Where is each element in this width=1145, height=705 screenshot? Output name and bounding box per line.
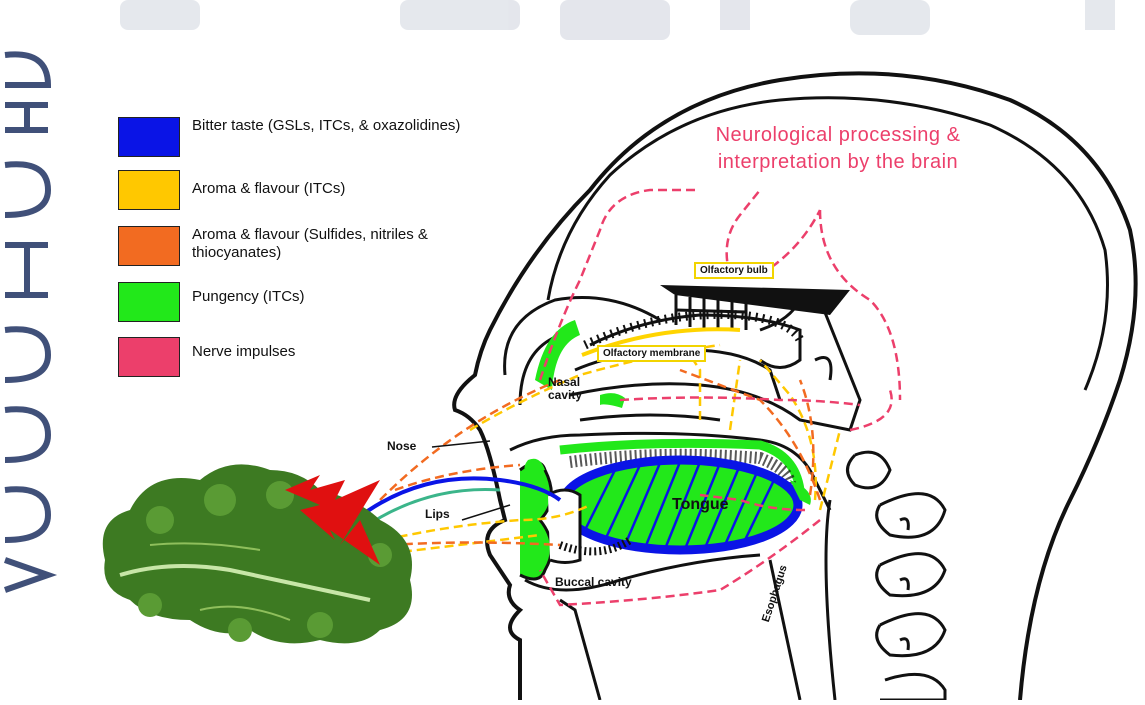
legend-item-pungency: Pungency (ITCs) <box>118 282 572 322</box>
legend-item-bitter: Bitter taste (GSLs, ITCs, & oxazolidines… <box>118 117 572 157</box>
legend-swatch <box>118 170 180 210</box>
legend-label: Pungency (ITCs) <box>192 288 572 306</box>
side-watermark <box>5 54 48 590</box>
legend-label: Nerve impulses <box>192 343 572 361</box>
tongue-label: Tongue <box>672 496 729 514</box>
olfactory-bulb-label: Olfactory bulb <box>694 262 774 279</box>
watermark <box>120 0 1115 40</box>
nose-label: Nose <box>387 440 416 453</box>
legend-item-aroma-sulfide: Aroma & flavour (Sulfides, nitriles & th… <box>118 226 432 266</box>
legend-label: Bitter taste (GSLs, ITCs, & oxazolidines… <box>192 117 572 135</box>
legend-label: Aroma & flavour (ITCs) <box>192 180 572 198</box>
buccal-cavity-label: Buccal cavity <box>555 576 632 589</box>
vertebrae <box>848 452 946 700</box>
nasal-cavity-label: Nasal cavity <box>548 376 588 402</box>
olfactory-membrane-label: Olfactory membrane <box>597 345 706 362</box>
legend-swatch <box>118 282 180 322</box>
legend-item-aroma-itc: Aroma & flavour (ITCs) <box>118 170 572 210</box>
lips-label: Lips <box>425 508 450 521</box>
brain-processing-text: Neurological processing & interpretation… <box>668 122 1008 176</box>
legend-swatch <box>118 337 180 377</box>
legend-swatch <box>118 226 180 266</box>
legend-item-nerve: Nerve impulses <box>118 337 572 377</box>
legend-label: Aroma & flavour (Sulfides, nitriles & th… <box>192 226 432 262</box>
legend-swatch <box>118 117 180 157</box>
olfactory-bulb-structure <box>660 285 850 330</box>
